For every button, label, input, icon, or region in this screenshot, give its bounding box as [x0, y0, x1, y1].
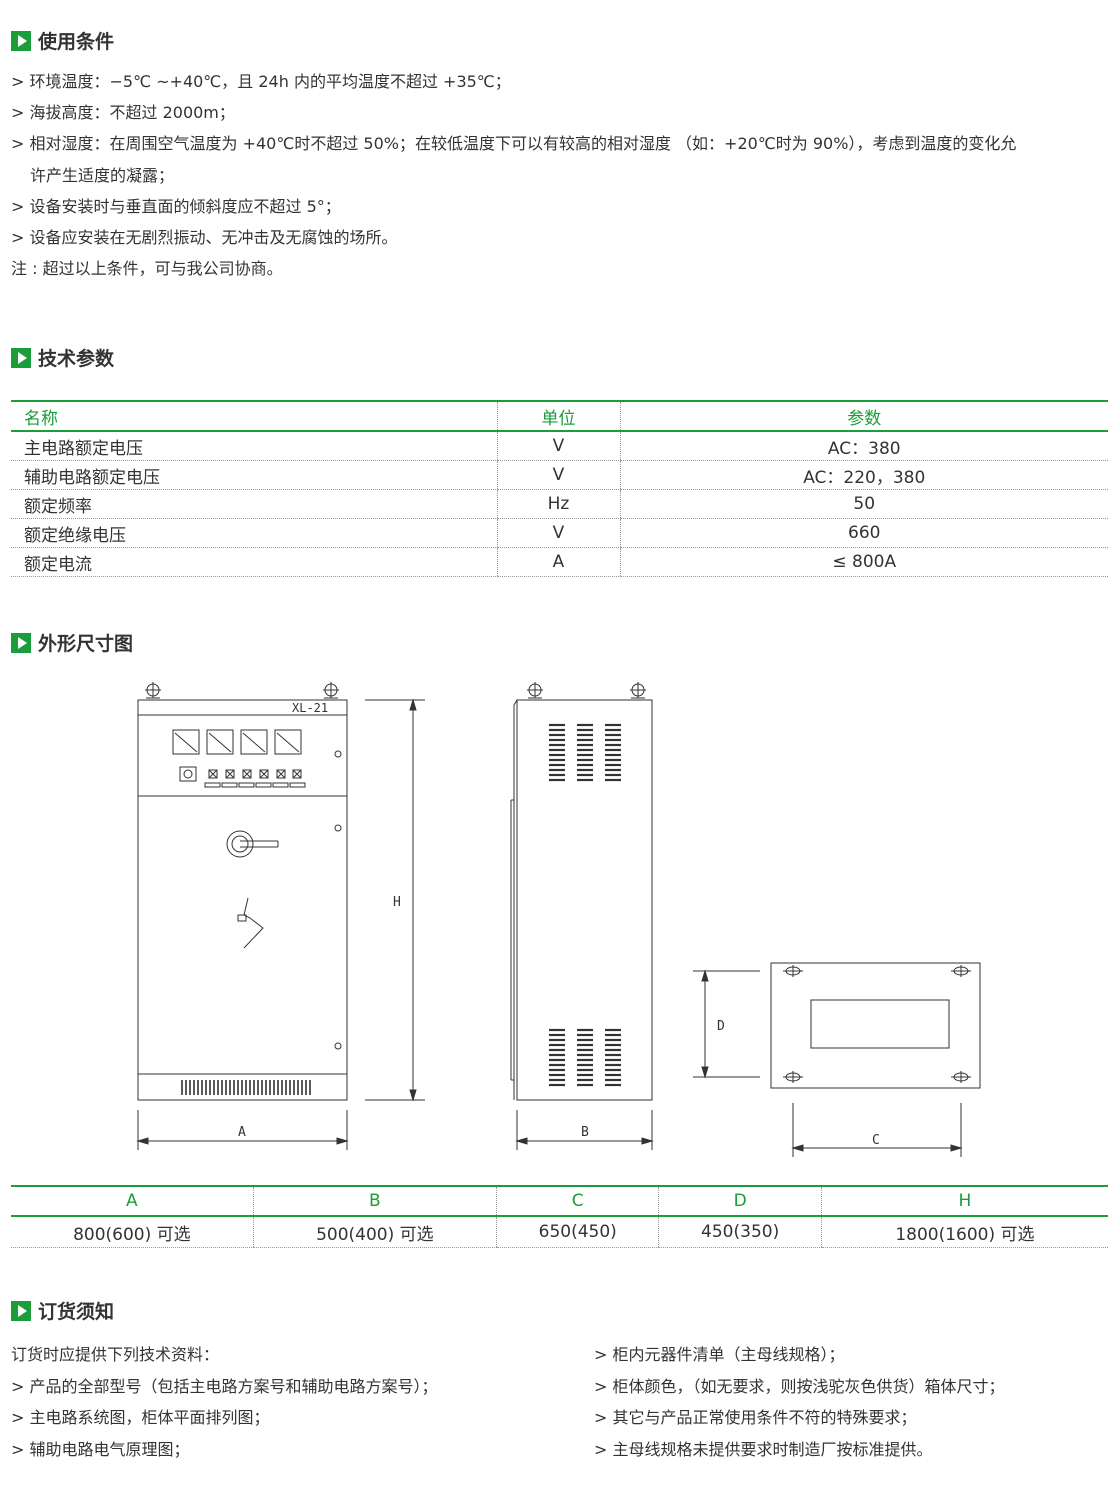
usage-line: > 设备安装时与垂直面的倾斜度应不超过 5°； [11, 197, 341, 216]
table-cell: 800(600) 可选 [11, 1216, 254, 1248]
usage-line: 许产生适度的凝露； [30, 166, 175, 185]
table-header-row: A B C D H [11, 1185, 1108, 1217]
table-cell: 1800(1600) 可选 [820, 1216, 1108, 1248]
table-cell: Hz [496, 489, 620, 519]
play-triangle-icon [11, 30, 31, 51]
list-item: > 其它与产品正常使用条件不符的特殊要求； [594, 1408, 917, 1427]
table-header-param: 参数 [619, 400, 1108, 432]
list-item: > 柜内元器件清单（主母线规格）； [594, 1345, 845, 1364]
dimension-drawing: XL-21 H A B D C [136, 682, 981, 1157]
dim-label-h: H [393, 895, 401, 910]
table-cell: 额定绝缘电压 [11, 518, 497, 548]
base-view [770, 962, 981, 1089]
usage-line: > 相对湿度：在周围空气温度为 +40℃时不超过 50%；在较低温度下可以有较高… [11, 134, 1017, 153]
table-cell: 500(400) 可选 [252, 1216, 497, 1248]
table-cell: AC：220，380 [619, 460, 1108, 490]
dimension-b-line [515, 1110, 654, 1150]
table-row: 辅助电路额定电压 V AC：220，380 [11, 460, 1108, 490]
table-cell: V [496, 460, 620, 490]
table-cell: A [496, 547, 620, 577]
section-title-tech: 技术参数 [11, 344, 114, 371]
table-cell: ≤ 800A [619, 547, 1108, 577]
model-label: XL-21 [292, 701, 328, 715]
usage-line: > 环境温度：−5℃ ~+40℃，且 24h 内的平均温度不超过 +35℃； [11, 72, 511, 91]
table-header-h: H [820, 1185, 1108, 1217]
section-title-order-label: 订货须知 [38, 1301, 115, 1323]
table-row: 额定频率 Hz 50 [11, 489, 1108, 519]
tech-params-table: 名称 单位 参数 主电路额定电压 V AC：380 辅助电路额定电压 V AC：… [11, 400, 1108, 577]
table-cell: 660 [619, 518, 1108, 548]
table-cell: 主电路额定电压 [11, 431, 497, 461]
table-header-b: B [252, 1185, 497, 1217]
usage-line: > 设备应安装在无剧烈振动、无冲击及无腐蚀的场所。 [11, 228, 398, 247]
dim-label-b: B [581, 1125, 589, 1140]
table-cell: 650(450) [495, 1216, 659, 1248]
dimensions-table: A B C D H 800(600) 可选 500(400) 可选 650(45… [11, 1185, 1108, 1248]
dimension-c-line [791, 1103, 963, 1157]
dim-label-d: D [717, 1019, 725, 1034]
order-right-column: > 柜内元器件清单（主母线规格）； > 柜体颜色，（如无要求，则按浅驼灰色供货）… [594, 1339, 1005, 1465]
section-title-usage-label: 使用条件 [38, 31, 115, 53]
table-header-row: 名称 单位 参数 [11, 400, 1108, 432]
table-cell: 额定频率 [11, 489, 497, 519]
table-cell: 额定电流 [11, 547, 497, 577]
list-item: > 辅助电路电气原理图； [11, 1439, 190, 1459]
table-header-name: 名称 [11, 400, 497, 432]
dimension-d-line [693, 969, 760, 1079]
section-title-dims: 外形尺寸图 [11, 629, 133, 656]
table-header-d: D [658, 1185, 822, 1217]
dimension-a-line [136, 1110, 349, 1150]
order-left-column: 订货时应提供下列技术资料： > 产品的全部型号（包括主电路方案号和辅助电路方案号… [11, 1339, 438, 1465]
table-header-a: A [11, 1185, 254, 1217]
table-cell: V [496, 431, 620, 461]
list-item: > 主电路系统图，柜体平面排列图； [11, 1408, 270, 1427]
list-item: > 产品的全部型号（包括主电路方案号和辅助电路方案号）； [11, 1376, 438, 1396]
section-title-tech-label: 技术参数 [38, 348, 115, 370]
section-title-order: 订货须知 [11, 1297, 114, 1324]
table-cell: AC：380 [619, 431, 1108, 461]
play-triangle-icon [11, 347, 31, 368]
table-row: 额定绝缘电压 V 660 [11, 518, 1108, 548]
table-row: 800(600) 可选 500(400) 可选 650(450) 450(350… [11, 1216, 1108, 1248]
usage-note: 注 : 超过以上条件，可与我公司协商。 [11, 259, 283, 278]
table-row: 主电路额定电压 V AC：380 [11, 431, 1108, 461]
table-cell: 450(350) [658, 1216, 822, 1248]
table-row: 额定电流 A ≤ 800A [11, 547, 1108, 577]
front-vent-slots [181, 1080, 311, 1095]
dim-label-c: C [872, 1133, 880, 1148]
table-cell: V [496, 518, 620, 548]
section-title-dims-label: 外形尺寸图 [38, 633, 134, 655]
dim-label-a: A [238, 1125, 246, 1140]
side-view-cabinet [510, 682, 653, 1101]
play-triangle-icon [11, 1300, 31, 1321]
usage-line: > 海拔高度：不超过 2000m； [11, 103, 235, 122]
play-triangle-icon [11, 632, 31, 653]
front-view-cabinet [137, 682, 348, 1101]
table-cell: 50 [619, 489, 1108, 519]
list-item: 订货时应提供下列技术资料： [11, 1345, 220, 1364]
list-item: > 柜体颜色，（如无要求，则按浅驼灰色供货）箱体尺寸； [594, 1376, 1005, 1396]
list-item: > 主母线规格未提供要求时制造厂按标准提供。 [594, 1439, 933, 1459]
table-header-c: C [495, 1185, 659, 1217]
table-header-unit: 单位 [496, 400, 620, 432]
section-title-usage: 使用条件 [11, 27, 114, 54]
dimension-h-line [365, 698, 425, 1102]
table-cell: 辅助电路额定电压 [11, 460, 497, 490]
side-vent-grilles [549, 723, 621, 1087]
